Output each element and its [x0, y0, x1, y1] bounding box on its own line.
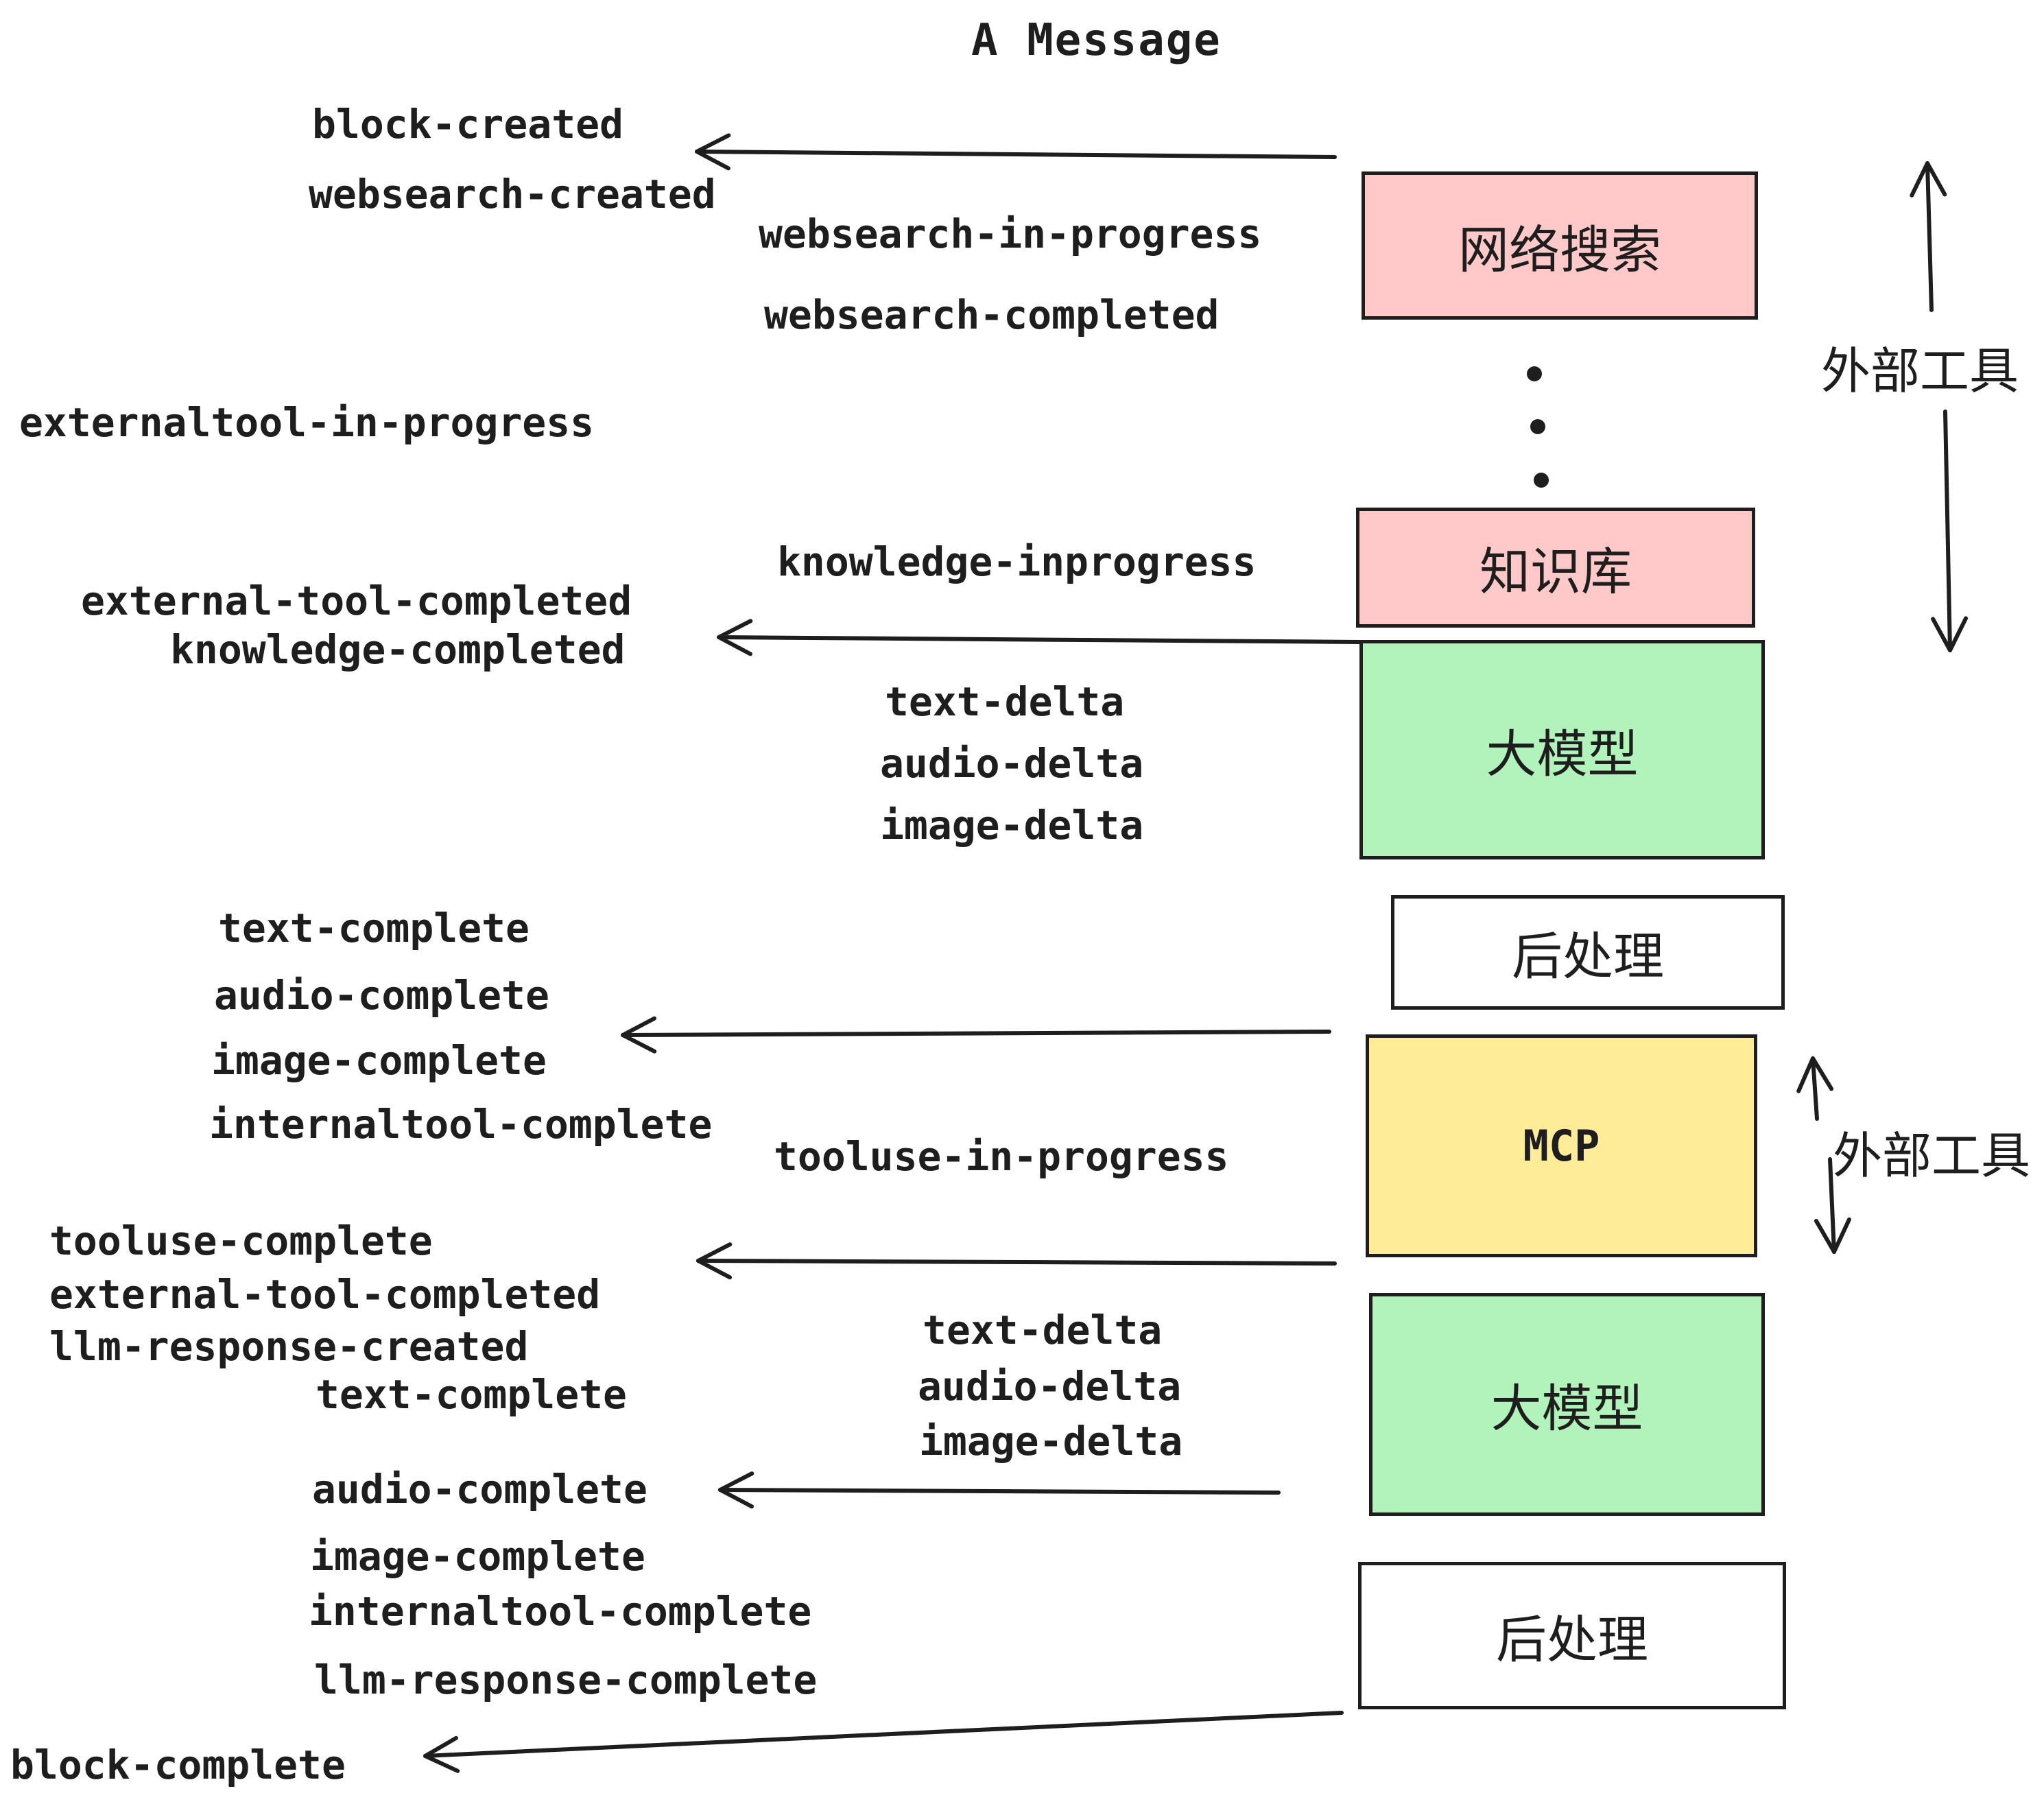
event-label-text-delta: text-delta — [885, 678, 1125, 725]
event-label-text-complete: text-complete — [316, 1371, 627, 1418]
event-label-image-complete: image-complete — [310, 1533, 645, 1580]
ellipsis-dot — [1527, 366, 1542, 381]
node-box-llm-1: 大模型 — [1359, 640, 1765, 859]
node-box-mcp: MCP — [1366, 1034, 1757, 1257]
event-label-knowledge-completed: knowledge-completed — [170, 626, 626, 673]
node-box-postprocess-1: 后处理 — [1391, 895, 1785, 1010]
node-box-knowledge: 知识库 — [1356, 508, 1755, 628]
event-label-knowledge-inprogress: knowledge-inprogress — [777, 538, 1257, 585]
arrow-external-tools-up-2 — [1796, 1056, 1834, 1121]
event-label-llm-response-created: llm-response-created — [49, 1323, 529, 1370]
event-label-websearch-created: websearch-created — [309, 171, 716, 217]
node-box-llm-2: 大模型 — [1369, 1293, 1765, 1516]
event-label-image-complete: image-complete — [211, 1037, 547, 1084]
event-label-text-complete: text-complete — [218, 905, 530, 951]
external-tools-note-1: 外部工具 — [1821, 344, 2019, 399]
event-label-externaltool-in-progress: externaltool-in-progress — [19, 399, 595, 446]
event-label-external-tool-completed: external-tool-completed — [81, 578, 632, 624]
arrow-websearch-to-events — [695, 133, 1337, 171]
event-label-internaltool-complete: internaltool-complete — [209, 1101, 713, 1148]
event-label-external-tool-completed: external-tool-completed — [49, 1271, 601, 1318]
event-label-audio-complete: audio-complete — [214, 972, 549, 1019]
event-label-tooluse-complete: tooluse-complete — [49, 1218, 433, 1264]
event-label-image-delta: image-delta — [919, 1418, 1183, 1464]
event-label-image-delta: image-delta — [880, 802, 1144, 848]
event-label-llm-response-complete: llm-response-complete — [314, 1657, 818, 1703]
event-label-internaltool-complete: internaltool-complete — [309, 1588, 812, 1635]
external-tools-note-2: 外部工具 — [1833, 1129, 2031, 1184]
arrow-external-tools-down-1 — [1931, 410, 1969, 652]
arrow-postprocess2-to-block-complete — [423, 1711, 1344, 1773]
arrow-external-tools-up-1 — [1910, 161, 1947, 312]
event-label-audio-delta: audio-delta — [880, 740, 1144, 787]
event-label-block-complete: block-complete — [10, 1742, 346, 1788]
arrow-llm1-to-events — [717, 619, 1362, 656]
event-label-block-created: block-created — [312, 101, 623, 147]
event-label-audio-complete: audio-complete — [312, 1466, 647, 1512]
ellipsis-dot — [1530, 419, 1545, 434]
node-box-websearch: 网络搜索 — [1362, 171, 1758, 320]
page-title: A Message — [971, 15, 1222, 66]
arrow-mcp-bottom-to-events — [696, 1242, 1337, 1280]
event-label-text-delta: text-delta — [923, 1307, 1163, 1353]
node-box-postprocess-2: 后处理 — [1358, 1562, 1786, 1709]
ellipsis-dot — [1534, 473, 1549, 488]
event-label-tooluse-in-progress: tooluse-in-progress — [774, 1133, 1229, 1180]
arrow-mcp-to-events — [621, 1016, 1331, 1054]
event-label-websearch-in-progress: websearch-in-progress — [759, 211, 1262, 257]
event-label-audio-delta: audio-delta — [918, 1363, 1182, 1410]
event-label-websearch-completed: websearch-completed — [764, 292, 1220, 338]
arrow-llm2-to-events — [718, 1471, 1281, 1509]
